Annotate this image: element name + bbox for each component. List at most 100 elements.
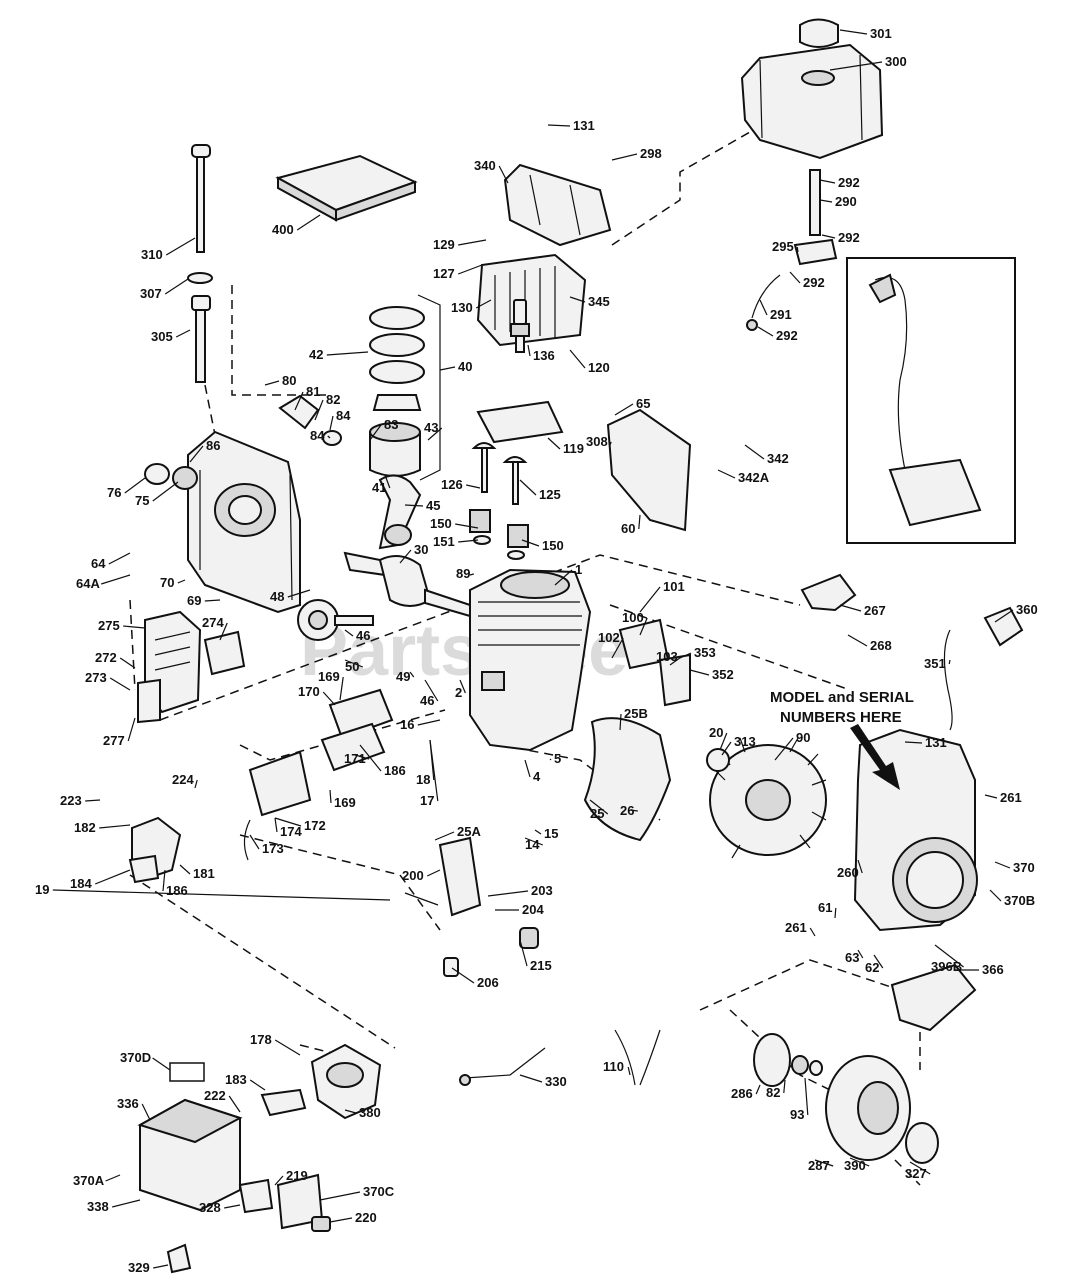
- callout-leader: [547, 124, 571, 127]
- callout-leader: [344, 659, 364, 668]
- callout-label: 396B: [931, 959, 962, 974]
- callout-leader: [249, 834, 260, 850]
- callout-label: 120: [588, 360, 610, 375]
- callout-label: 169: [334, 795, 356, 810]
- callout-label: 301: [870, 26, 892, 41]
- callout-leader: [857, 859, 863, 874]
- callout-leader: [274, 817, 302, 827]
- callout-leader: [152, 1057, 171, 1071]
- callout-label: 292: [803, 275, 825, 290]
- callout-label: 345: [588, 294, 610, 309]
- callout-label: 206: [477, 975, 499, 990]
- callout-label: 49: [396, 669, 410, 684]
- callout-label: 130: [451, 300, 473, 315]
- callout-label: 360: [1016, 602, 1038, 617]
- callout-leader: [547, 437, 561, 450]
- callout-label: 186: [384, 763, 406, 778]
- callout-label: 220: [355, 1210, 377, 1225]
- callout-label: 182: [74, 820, 96, 835]
- callout-label: 273: [85, 670, 107, 685]
- part-piston: [369, 422, 421, 477]
- callout-leader: [534, 829, 542, 835]
- callout-leader: [417, 719, 441, 726]
- callout-leader: [524, 837, 544, 846]
- callout-leader: [153, 1264, 169, 1269]
- callout-leader: [165, 237, 196, 256]
- callout-leader: [611, 637, 624, 659]
- part-muffler-guard: [128, 816, 182, 884]
- callout-leader: [774, 737, 794, 761]
- part-air-filter-element: [275, 154, 418, 222]
- part-connecting-rod: [378, 474, 422, 550]
- callout-leader: [524, 759, 531, 778]
- callout-label: 291: [770, 307, 792, 322]
- fuel-cap-icon: [799, 18, 839, 48]
- callout-leader: [804, 1077, 809, 1116]
- callout-label: 370D: [120, 1050, 151, 1065]
- callout-label: 328: [199, 1200, 221, 1215]
- callout-label: 46: [356, 628, 370, 643]
- callout-label: 60: [621, 521, 635, 536]
- callout-leader: [127, 717, 136, 742]
- callout-label: 287: [808, 1158, 830, 1173]
- callout-label: 70: [160, 575, 174, 590]
- callout-leader: [839, 29, 868, 35]
- part-flywheel: [706, 737, 827, 859]
- callout-label: 181: [193, 866, 215, 881]
- callout-label: 215: [530, 958, 552, 973]
- callout-label: 93: [790, 1107, 804, 1122]
- part-fuel-shutoff-valve: [943, 606, 1024, 731]
- callout-label: 131: [925, 735, 947, 750]
- part-oil-seals: [144, 463, 198, 490]
- callout-leader: [384, 474, 391, 489]
- callout-label: 127: [433, 266, 455, 281]
- callout-leader: [721, 741, 732, 756]
- model-serial-note-line1: MODEL and SERIAL: [770, 689, 914, 706]
- callout-leader: [619, 713, 622, 731]
- callout-leader: [796, 246, 799, 253]
- callout-label: 338: [87, 1199, 109, 1214]
- callout-label: 340: [474, 158, 496, 173]
- callout-leader: [989, 889, 1002, 902]
- callout-leader: [819, 199, 833, 203]
- callout-leaders: [52, 29, 1014, 1269]
- callout-leader: [857, 949, 864, 959]
- callout-label: 222: [204, 1088, 226, 1103]
- callout-label: 86: [206, 438, 220, 453]
- callout-label: 80: [282, 373, 296, 388]
- callout-label: 223: [60, 793, 82, 808]
- callout-label: 353: [694, 645, 716, 660]
- callout-label: 174: [280, 824, 302, 839]
- part-recoil-starter: [753, 963, 977, 1164]
- callout-label: 261: [785, 920, 807, 935]
- callout-leader: [85, 799, 101, 802]
- callout-leader: [294, 391, 304, 411]
- callout-leader: [264, 380, 280, 386]
- callout-label: 351: [924, 656, 946, 671]
- callout-label: 300: [885, 54, 907, 69]
- callout-leader: [498, 165, 509, 184]
- callout-leader: [359, 744, 382, 772]
- callout-leader: [639, 617, 648, 636]
- callout-leader: [549, 758, 552, 761]
- callout-label: 292: [838, 230, 860, 245]
- callout-leader: [274, 1039, 301, 1056]
- callout-leader: [424, 679, 439, 702]
- callout-leader: [204, 599, 221, 602]
- callout-label: 26: [620, 803, 634, 818]
- callout-label: 272: [95, 650, 117, 665]
- callout-label: 370C: [363, 1184, 395, 1199]
- callout-leader: [849, 1157, 870, 1167]
- callout-leader: [627, 1066, 631, 1076]
- callout-label: 25: [590, 806, 604, 821]
- callout-leader: [629, 809, 638, 812]
- callout-leader: [519, 939, 528, 967]
- callout-label: 184: [70, 876, 92, 891]
- callout-leader: [327, 435, 331, 439]
- callout-label: 14: [525, 837, 540, 852]
- part-fuel-tank: [740, 18, 884, 160]
- callout-label: 380: [359, 1105, 381, 1120]
- callout-label: 342: [767, 451, 789, 466]
- callout-leader: [487, 890, 529, 897]
- callout-leader: [994, 609, 1014, 623]
